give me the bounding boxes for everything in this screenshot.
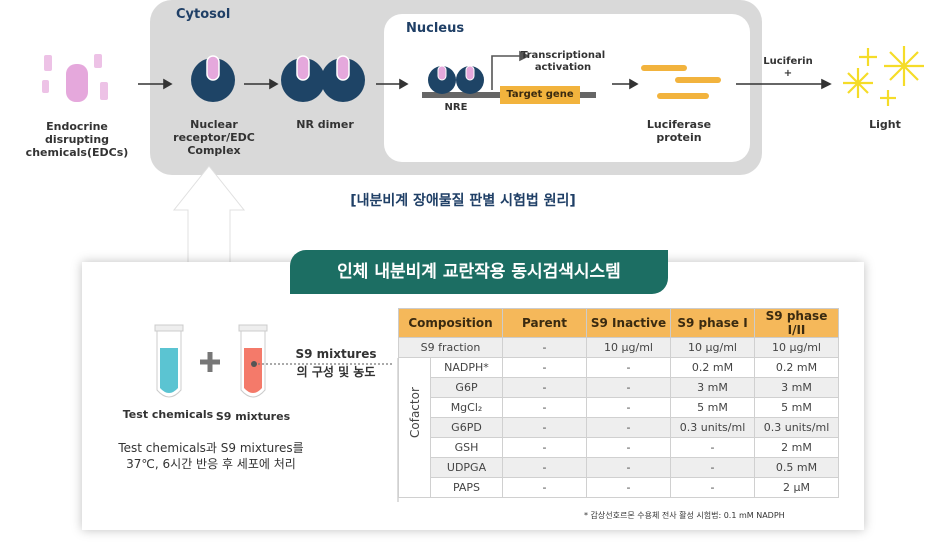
complex-label: Nuclear receptor/EDC Complex: [173, 118, 255, 157]
table-cell: MgCl₂: [430, 397, 503, 418]
table-cell: 3 mM: [670, 377, 755, 398]
table-cell: 0.2 mM: [670, 357, 755, 378]
table-row: PAPS - - - 2 μM: [399, 477, 839, 498]
table-cell: -: [586, 437, 671, 458]
table-cell: -: [502, 397, 587, 418]
diagram-caption: [내분비계 장애물질 판별 시험법 원리]: [350, 193, 576, 209]
table-cell: -: [586, 477, 671, 498]
header-s9-phase-1: S9 phase I: [670, 308, 755, 338]
edc-shapes: [42, 54, 108, 102]
table-cell: -: [502, 357, 587, 378]
cofactor-label: Cofactor: [407, 386, 422, 438]
table-cell: S9 fraction: [398, 337, 503, 358]
table-cell: 0.3 units/ml: [670, 417, 755, 438]
table-cell: 2 mM: [754, 437, 839, 458]
table-cell: 2 μM: [754, 477, 839, 498]
luciferase-label: Luciferase protein: [646, 118, 712, 144]
table-footnote: * 갑상선호르몬 수용체 전사 활성 시험법: 0.1 mM NADPH: [584, 511, 785, 520]
s9-note: S9 mixtures의 구성 및 농도: [295, 347, 377, 379]
procedure-text: Test chemicals과 S9 mixtures를 37℃, 6시간 반응…: [118, 441, 304, 471]
table-cell: 5 mM: [754, 397, 839, 418]
nr-dimer: [281, 55, 365, 102]
table-cell: 0.2 mM: [754, 357, 839, 378]
transcription-label: Transcriptional activation: [520, 50, 606, 73]
table-cell: G6PD: [430, 417, 503, 438]
table-cell: PAPS: [430, 477, 503, 498]
luciferin-label: Luciferin +: [763, 56, 813, 79]
table-header-row: Composition Parent S9 Inactive S9 phase …: [398, 308, 839, 338]
header-composition: Composition: [398, 308, 503, 338]
composition-table: Composition Parent S9 Inactive S9 phase …: [398, 308, 839, 498]
dimer-label: NR dimer: [296, 118, 354, 131]
light-label: Light: [869, 118, 901, 131]
test-chemicals-label: Test chemicals: [122, 408, 214, 421]
table-cell: -: [586, 377, 671, 398]
edc-label: Endocrine disrupting chemicals(EDCs): [25, 120, 129, 159]
table-cell: NADPH*: [430, 357, 503, 378]
luciferase-protein-shapes: [641, 65, 721, 99]
system-banner: 인체 내분비계 교란작용 동시검색시스템: [290, 250, 668, 294]
table-cell: -: [586, 457, 671, 478]
table-cell: -: [502, 337, 587, 358]
table-cell: -: [670, 457, 755, 478]
table-cell: 10 μg/ml: [754, 337, 839, 358]
table-row: Cofactor NADPH* - - 0.2 mM 0.2 mM: [398, 357, 839, 498]
plus-sign: [200, 352, 220, 372]
light-sparkles: [843, 46, 924, 106]
table-cell: GSH: [430, 437, 503, 458]
s9-mixtures-tube: [238, 324, 268, 398]
nucleus-label: Nucleus: [406, 21, 465, 36]
target-gene-box: [500, 86, 580, 104]
table-row: S9 fraction - 10 μg/ml 10 μg/ml 10 μg/ml: [398, 337, 839, 358]
table-cell: 10 μg/ml: [586, 337, 671, 358]
cytosol-label: Cytosol: [176, 7, 231, 22]
table-cell: -: [502, 417, 587, 438]
table-row: G6PD - - 0.3 units/ml 0.3 units/ml: [399, 417, 839, 438]
cofactor-label-cell: Cofactor: [398, 357, 431, 498]
table-cell: -: [670, 477, 755, 498]
table-cell: -: [586, 397, 671, 418]
table-cell: G6P: [430, 377, 503, 398]
nre-dna: [422, 65, 596, 104]
nre-label: NRE: [444, 102, 468, 113]
table-cell: 3 mM: [754, 377, 839, 398]
flow-arrows: [138, 78, 832, 90]
header-s9-phase-1-2: S9 phase I/II: [754, 308, 839, 338]
table-cell: -: [502, 457, 587, 478]
header-parent: Parent: [502, 308, 587, 338]
table-row: G6P - - 3 mM 3 mM: [399, 377, 839, 398]
table-cell: -: [502, 377, 587, 398]
table-cell: -: [502, 477, 587, 498]
table-cell: 5 mM: [670, 397, 755, 418]
header-s9-inactive: S9 Inactive: [586, 308, 671, 338]
table-cell: -: [670, 437, 755, 458]
test-chemicals-tube: [154, 324, 184, 398]
table-cell: UDPGA: [430, 457, 503, 478]
table-cell: -: [586, 357, 671, 378]
transcription-arrow: [491, 50, 530, 90]
target-gene-label: Target gene: [506, 89, 574, 100]
table-cell: 0.3 units/ml: [754, 417, 839, 438]
table-cell: 10 μg/ml: [670, 337, 755, 358]
table-row: UDPGA - - - 0.5 mM: [399, 457, 839, 478]
s9-mixtures-label: S9 mixtures: [215, 410, 291, 423]
nr-edc-complex: [191, 55, 235, 102]
table-cell: -: [502, 437, 587, 458]
table-row: MgCl₂ - - 5 mM 5 mM: [399, 397, 839, 418]
table-row: GSH - - - 2 mM: [399, 437, 839, 458]
table-cell: 0.5 mM: [754, 457, 839, 478]
table-cell: -: [586, 417, 671, 438]
